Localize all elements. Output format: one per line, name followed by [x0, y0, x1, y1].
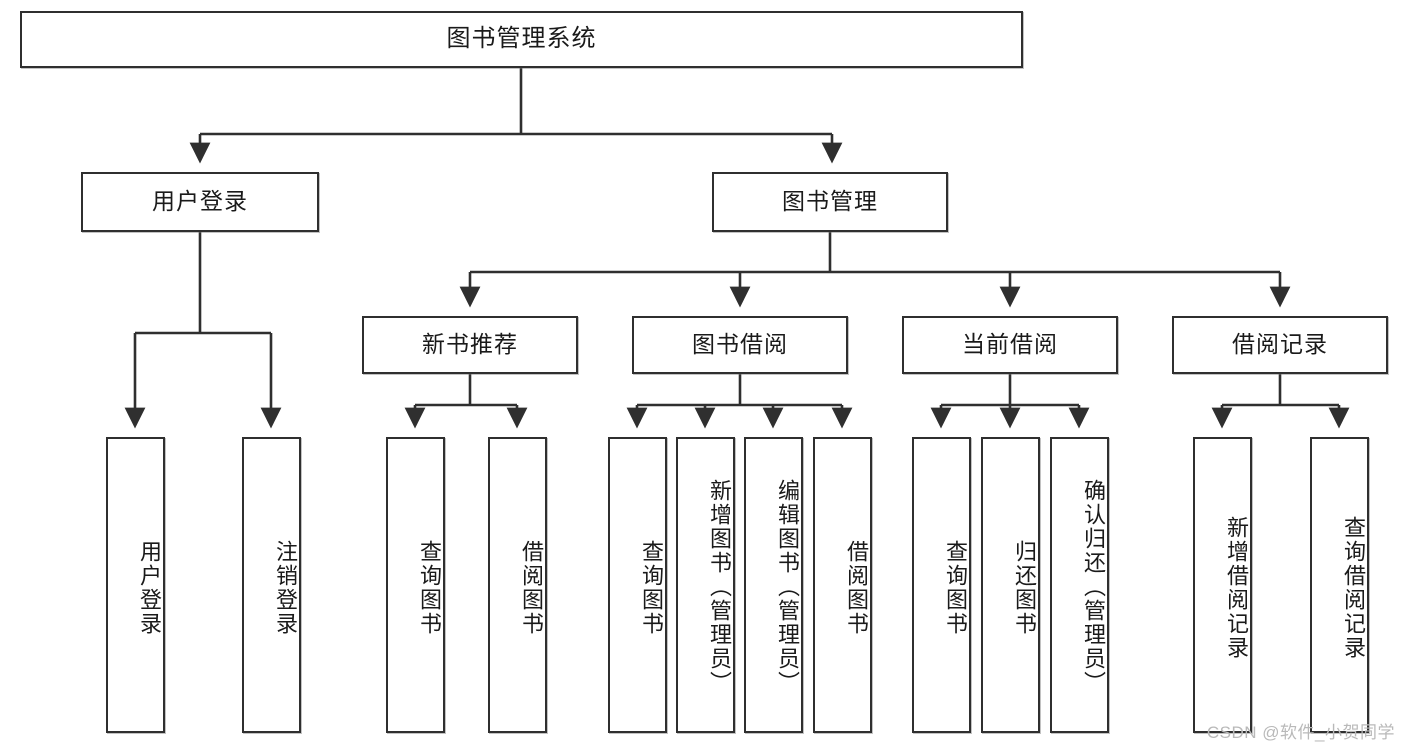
leaf-query-book-borrow[interactable]: 查询图书	[608, 437, 667, 733]
leaf-return-book[interactable]: 归还图书	[981, 437, 1040, 733]
node-book-management[interactable]: 图书管理	[712, 172, 948, 232]
leaf-borrow-book-recommend[interactable]: 借阅图书	[488, 437, 547, 733]
leaf-logout[interactable]: 注销登录	[242, 437, 301, 733]
node-user-login[interactable]: 用户登录	[81, 172, 319, 232]
leaf-edit-book-admin[interactable]: 编辑图书（管理员）	[744, 437, 803, 733]
leaf-borrow-book[interactable]: 借阅图书	[813, 437, 872, 733]
node-book-borrow[interactable]: 图书借阅	[632, 316, 848, 374]
leaf-add-book-admin[interactable]: 新增图书（管理员）	[676, 437, 735, 733]
node-root-system[interactable]: 图书管理系统	[20, 11, 1023, 68]
node-new-book-recommend[interactable]: 新书推荐	[362, 316, 578, 374]
leaf-confirm-return-admin[interactable]: 确认归还（管理员）	[1050, 437, 1109, 733]
node-current-borrow[interactable]: 当前借阅	[902, 316, 1118, 374]
leaf-query-book-recommend[interactable]: 查询图书	[386, 437, 445, 733]
leaf-query-borrow-record[interactable]: 查询借阅记录	[1310, 437, 1369, 733]
leaf-query-book-current[interactable]: 查询图书	[912, 437, 971, 733]
leaf-add-borrow-record[interactable]: 新增借阅记录	[1193, 437, 1252, 733]
leaf-user-login[interactable]: 用户登录	[106, 437, 165, 733]
node-borrow-records[interactable]: 借阅记录	[1172, 316, 1388, 374]
